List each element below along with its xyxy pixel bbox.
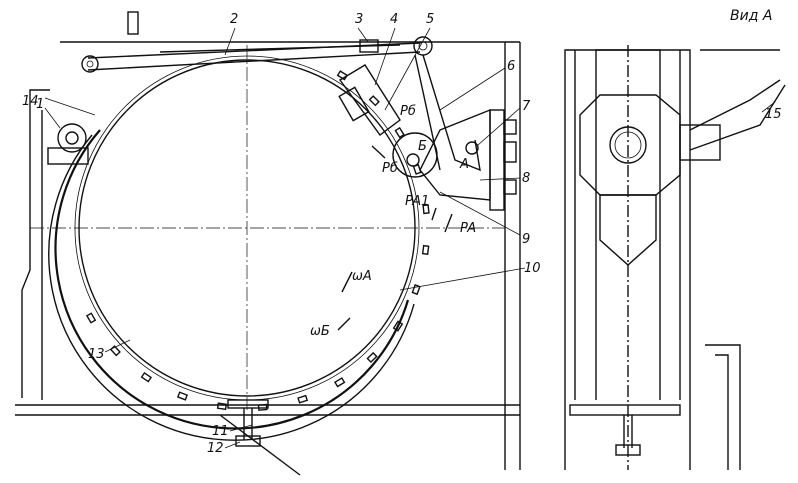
band-bolt [366, 351, 378, 364]
view-a [564, 45, 786, 470]
label-10: 10 [524, 261, 541, 276]
bracket-8 [338, 54, 517, 211]
band-bolt [176, 391, 189, 401]
pivot-14 [47, 123, 89, 165]
label-11: 11 [212, 424, 229, 439]
band-bolt [422, 204, 430, 215]
band-bolt [216, 402, 228, 411]
label-2: 2 [230, 12, 238, 27]
label-15: 15 [765, 107, 782, 122]
lever-2 [81, 36, 433, 73]
label-4: 4 [390, 12, 398, 27]
adjusting-screw-12 [219, 399, 301, 476]
label-12: 12 [207, 441, 224, 456]
force-pa: PA [460, 221, 476, 236]
label-6: 6 [507, 59, 515, 74]
omega-a: ωA [352, 269, 372, 284]
band-bolt [336, 70, 349, 81]
band-bolt [411, 284, 421, 296]
band-bolt [334, 377, 346, 388]
band-bolt [421, 244, 430, 255]
force-arrows [337, 145, 453, 331]
leaders [44, 27, 776, 449]
label-13: 13 [88, 347, 105, 362]
band-bolt [297, 394, 309, 404]
label-8: 8 [522, 171, 530, 186]
force-pa1: PA1 [405, 194, 429, 209]
drum [30, 45, 505, 441]
label-14: 14 [22, 94, 39, 109]
frame [15, 11, 521, 470]
label-1: 1 [36, 97, 44, 112]
band-bolts [85, 70, 430, 411]
band-bolt [394, 126, 405, 139]
label-9: 9 [522, 232, 530, 247]
force-pb-top: Pб [400, 104, 416, 119]
point-a: А [459, 157, 469, 172]
band-bolt [368, 95, 380, 107]
point-b: Б [418, 139, 427, 154]
force-pb-low: Pб [382, 161, 398, 176]
label-7: 7 [522, 99, 531, 114]
view-title: Вид А [730, 8, 772, 24]
band-bolt [140, 371, 153, 383]
band-bolt [392, 320, 404, 332]
band-bolt [109, 345, 121, 357]
band-bolt [85, 312, 97, 324]
label-3: 3 [355, 12, 363, 27]
label-5: 5 [426, 12, 434, 27]
omega-b: ωБ [310, 324, 330, 339]
